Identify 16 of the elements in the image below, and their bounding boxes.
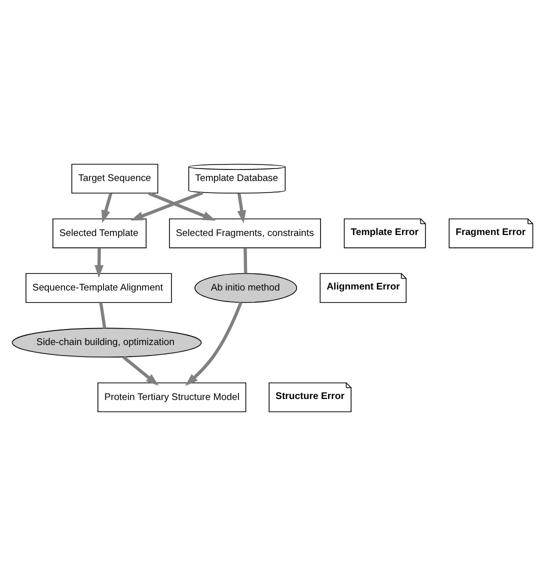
connector — [99, 302, 106, 328]
connector — [244, 248, 248, 273]
arrow — [122, 355, 159, 386]
arrow — [185, 301, 242, 386]
node-ellipse: Ab initio method — [194, 272, 298, 302]
arrow — [148, 191, 216, 220]
node-box: Target Sequence — [71, 163, 158, 194]
arrow — [237, 192, 246, 223]
node-box: Selected Fragments, constraints — [169, 218, 321, 248]
arrow — [130, 190, 204, 220]
node-box: Selected Template — [52, 218, 147, 248]
node-box: Protein Tertiary Structure Model — [98, 382, 246, 412]
node-box: Sequence-Template Alignment — [26, 272, 172, 302]
arrow — [94, 248, 104, 278]
node-ellipse: Side-chain building, optimization — [12, 327, 202, 358]
arrow — [101, 192, 112, 223]
